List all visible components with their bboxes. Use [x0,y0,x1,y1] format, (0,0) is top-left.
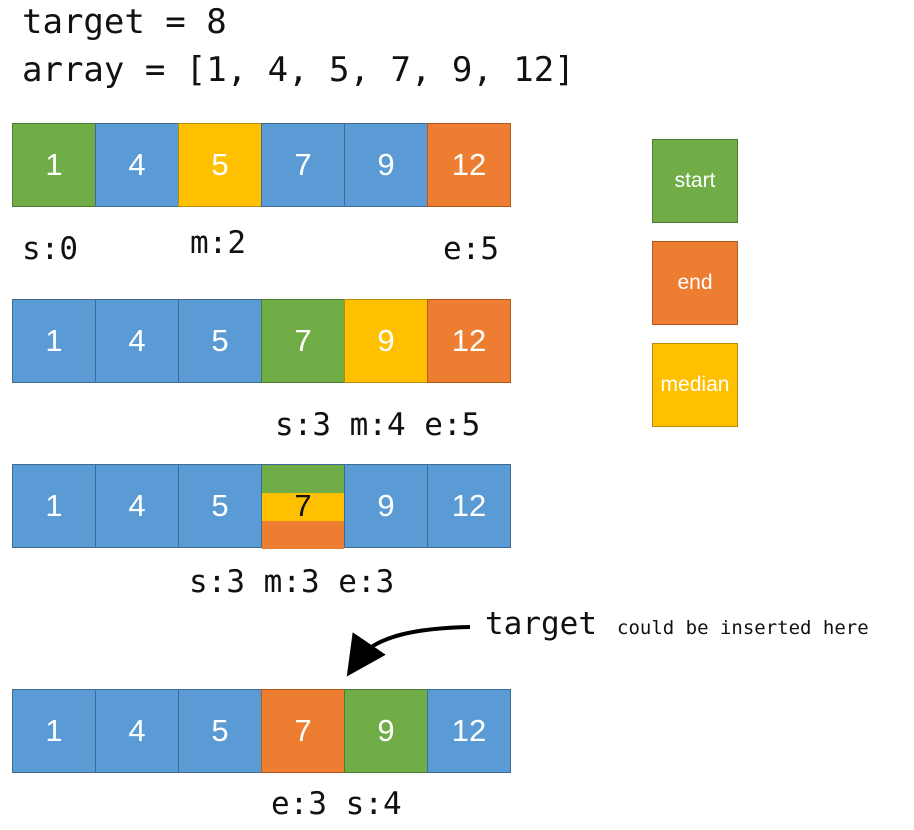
array-row-2: 1 4 5 7 9 12 [12,299,518,383]
array-cell: 12 [427,464,511,548]
array-cell: 5 [178,464,262,548]
median-band [262,493,344,521]
array-cell: 4 [95,464,179,548]
pointer-labels-row-4: e:3 s:4 [271,786,402,822]
array-cell: 12 [427,689,511,773]
end-pointer-label: e:5 [443,231,499,267]
array-cell: 5 [178,123,262,207]
legend-end: end [652,241,738,325]
array-cell: 12 [427,299,511,383]
array-cell: 1 [12,464,96,548]
legend-median: median [652,343,738,427]
array-cell: 4 [95,123,179,207]
array-cell: 5 [178,689,262,773]
array-cell: 4 [95,689,179,773]
end-band [262,521,344,549]
median-pointer-label: m:2 [190,225,246,261]
pointer-labels-row-2: s:3 m:4 e:5 [275,407,481,443]
target-line: target = 8 [22,2,227,42]
array-cell: 9 [344,689,428,773]
array-cell: 1 [12,123,96,207]
annotation-target: target [485,606,597,642]
array-cell: 7 [261,689,345,773]
start-band [262,465,344,493]
array-row-4: 1 4 5 7 9 12 [12,689,518,773]
array-cell: 7 [261,299,345,383]
array-row-3: 1 4 5 7 9 12 [12,464,518,549]
array-cell-converged: 7 [261,464,345,549]
array-line: array = [1, 4, 5, 7, 9, 12] [22,50,575,90]
array-cell: 9 [344,123,428,207]
array-cell: 9 [344,464,428,548]
array-row-1: 1 4 5 7 9 12 [12,123,518,207]
array-cell: 12 [427,123,511,207]
start-pointer-label: s:0 [22,231,78,267]
pointer-labels-row-3: s:3 m:3 e:3 [189,564,395,600]
array-cell-value: 7 [294,488,312,523]
legend-start: start [652,139,738,223]
array-cell: 4 [95,299,179,383]
array-cell: 5 [178,299,262,383]
array-cell: 1 [12,299,96,383]
annotation-text: could be inserted here [617,617,869,639]
